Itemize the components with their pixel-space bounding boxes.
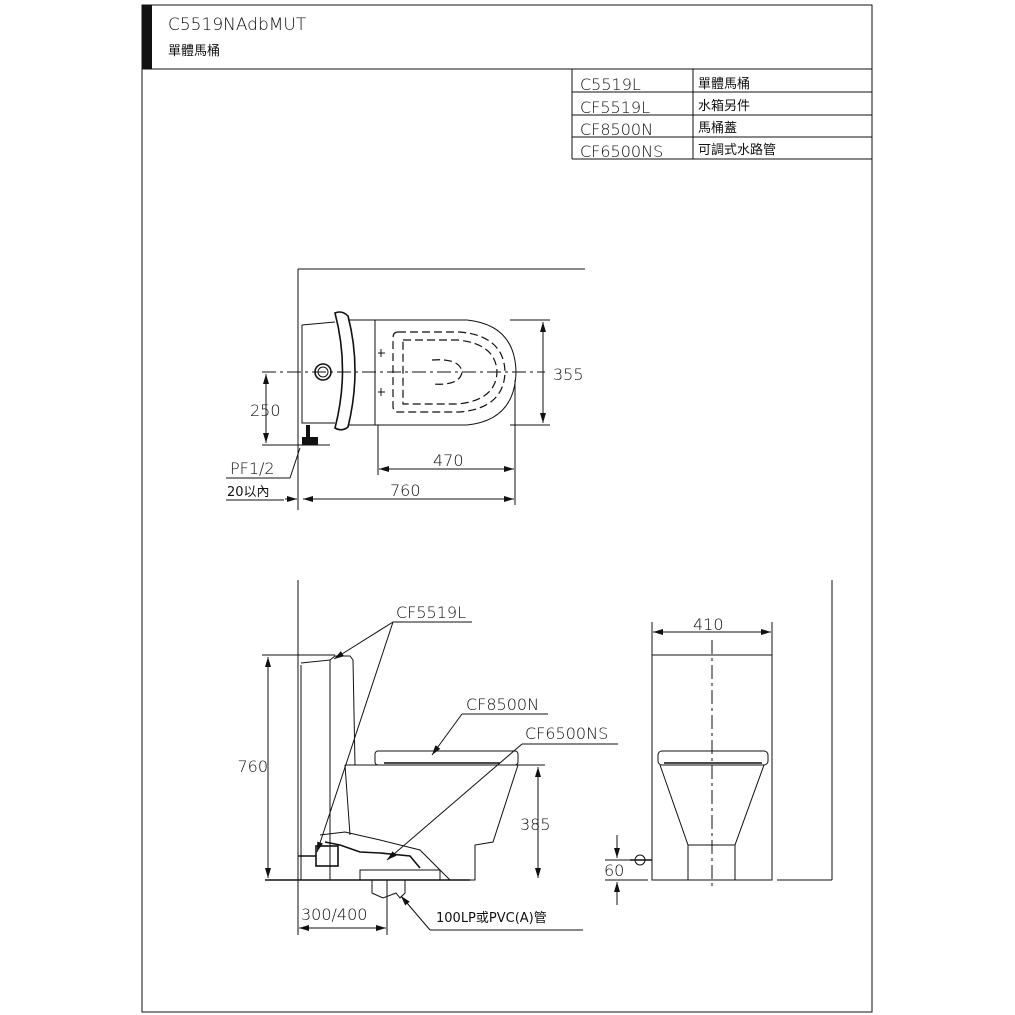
front-view bbox=[605, 580, 833, 905]
dim-supply-height: 250 bbox=[250, 401, 281, 420]
dim-total-height: 760 bbox=[237, 757, 268, 776]
top-view bbox=[226, 268, 585, 510]
dim-total-length: 760 bbox=[390, 481, 421, 500]
model-subtitle: 單體馬桶 bbox=[168, 44, 220, 59]
dim-supply-offset: 60 bbox=[604, 861, 624, 880]
label-seat: CF8500N bbox=[466, 695, 539, 714]
part-code: CF8500N bbox=[580, 120, 653, 139]
label-tank-parts: CF5519L bbox=[396, 603, 466, 622]
drawing-frame bbox=[141, 4, 873, 1013]
part-code: CF6500NS bbox=[580, 142, 663, 161]
label-drain: 100LP或PVC(A)管 bbox=[436, 911, 547, 926]
dim-bowl-length: 470 bbox=[433, 451, 464, 470]
model-title: C5519NAdbMUT bbox=[168, 15, 307, 35]
part-desc: 馬桶蓋 bbox=[698, 121, 737, 136]
part-code: C5519L bbox=[580, 75, 641, 94]
part-code: CF5519L bbox=[580, 98, 650, 117]
part-desc: 單體馬桶 bbox=[698, 77, 750, 92]
label-pipe-thread: PF1/2 bbox=[230, 459, 275, 478]
label-wall-gap: 20以內 bbox=[227, 485, 270, 500]
parts-table-row: C5519L 單體馬桶 bbox=[580, 75, 750, 94]
dim-front-width: 410 bbox=[693, 615, 724, 634]
dim-seat-height: 385 bbox=[520, 815, 551, 834]
parts-table bbox=[571, 69, 872, 160]
parts-table-row: CF5519L 水箱另件 bbox=[580, 98, 750, 117]
parts-table-row: CF8500N 馬桶蓋 bbox=[580, 120, 737, 139]
part-desc: 水箱另件 bbox=[698, 98, 750, 114]
dim-rough-in: 300/400 bbox=[301, 905, 367, 924]
part-desc: 可調式水路管 bbox=[698, 142, 776, 158]
dim-top-width: 355 bbox=[553, 365, 584, 384]
parts-table-row: CF6500NS 可調式水路管 bbox=[580, 142, 776, 161]
label-supply: CF6500NS bbox=[525, 724, 608, 743]
side-view bbox=[262, 580, 618, 935]
